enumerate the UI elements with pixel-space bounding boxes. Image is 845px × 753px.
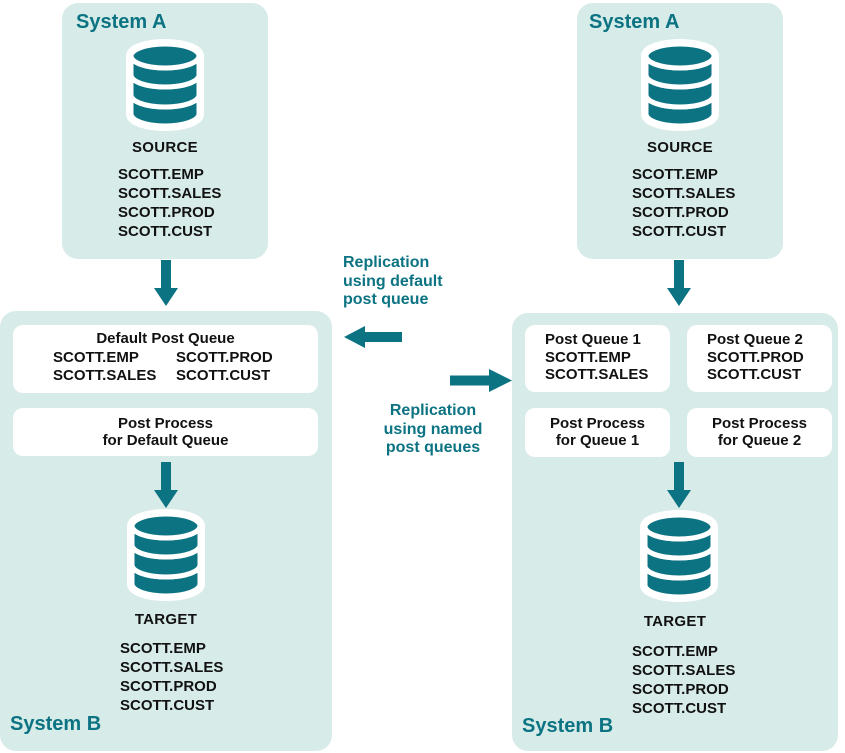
table-name: SCOTT.PROD: [120, 678, 217, 695]
table-name: SCOTT.CUST: [707, 366, 802, 383]
arrow-down-icon: [151, 462, 181, 508]
table-name: SCOTT.EMP: [118, 166, 204, 183]
table-name: SCOTT.EMP: [632, 166, 718, 183]
arrow-down-icon: [151, 260, 181, 306]
table-name: SCOTT.CUST: [632, 700, 727, 717]
panel-system-b-right: Post Queue 1 SCOTT.EMP SCOTT.SALES Post …: [512, 313, 838, 751]
queue-table-column: SCOTT.EMP SCOTT.SALES: [53, 349, 156, 384]
label-line: Replication: [343, 254, 430, 271]
post-process-1-box: Post Process for Queue 1: [525, 408, 670, 457]
database-icon: [641, 39, 719, 131]
table-name: SCOTT.PROD: [632, 681, 729, 698]
table-name: SCOTT.CUST: [176, 366, 271, 384]
table-name: SCOTT.SALES: [545, 366, 649, 383]
default-post-process-box: Post Process for Default Queue: [13, 408, 318, 456]
table-name: SCOTT.SALES: [118, 185, 222, 202]
system-a-title: System A: [589, 11, 680, 33]
table-name: SCOTT.SALES: [632, 185, 736, 202]
arrow-right-icon: [450, 368, 512, 393]
source-table-list: SCOTT.EMP SCOTT.SALES SCOTT.PROD SCOTT.C…: [632, 165, 735, 241]
target-table-list: SCOTT.EMP SCOTT.SALES SCOTT.PROD SCOTT.C…: [120, 639, 223, 715]
table-name: SCOTT.EMP: [632, 643, 718, 660]
table-name: SCOTT.PROD: [118, 204, 215, 221]
post-queue-2-box: Post Queue 2 SCOTT.PROD SCOTT.CUST: [687, 325, 832, 392]
database-icon: [126, 39, 204, 131]
table-name: SCOTT.EMP: [120, 640, 206, 657]
process-box-line: Post Process: [549, 415, 646, 432]
process-box-line: Post Process: [117, 415, 214, 432]
queue-box-title: Post Queue 1: [545, 331, 641, 348]
process-box-line: for Queue 2: [717, 432, 802, 449]
arrow-down-icon: [664, 260, 694, 306]
post-process-2-box: Post Process for Queue 2: [687, 408, 832, 457]
table-name: SCOTT.SALES: [632, 662, 736, 679]
process-box-line: for Queue 1: [555, 432, 640, 449]
source-label: SOURCE: [647, 139, 713, 156]
system-b-title: System B: [522, 715, 614, 737]
label-line: post queues: [385, 439, 481, 456]
label-replication-named: Replication using named post queues: [368, 402, 498, 458]
table-name: SCOTT.EMP: [545, 348, 631, 366]
table-name: SCOTT.SALES: [53, 366, 157, 384]
label-line: Replication: [389, 402, 477, 419]
target-label: TARGET: [134, 611, 198, 628]
process-box-line: for Default Queue: [102, 432, 229, 449]
process-box-line: Post Process: [711, 415, 808, 432]
database-icon: [127, 509, 205, 601]
label-line: using default: [343, 272, 443, 290]
queue-box-title: Default Post Queue: [96, 330, 235, 347]
queue-box-title: Post Queue 2: [707, 331, 803, 348]
table-name: SCOTT.PROD: [707, 348, 804, 366]
panel-system-a-right: System A SOURCE SCOTT.EMP SCOTT.SALES SC…: [577, 3, 783, 259]
panel-system-a-left: System A SOURCE SCOTT.EMP SCOTT.SALES SC…: [62, 3, 268, 259]
label-line: post queue: [343, 291, 429, 308]
table-name: SCOTT.PROD: [176, 349, 273, 366]
database-icon: [640, 510, 718, 602]
source-table-list: SCOTT.EMP SCOTT.SALES SCOTT.PROD SCOTT.C…: [118, 165, 221, 241]
source-label: SOURCE: [132, 139, 198, 156]
target-table-list: SCOTT.EMP SCOTT.SALES SCOTT.PROD SCOTT.C…: [632, 642, 735, 718]
system-a-title: System A: [76, 11, 167, 33]
default-post-queue-box: Default Post Queue SCOTT.EMP SCOTT.SALES…: [13, 325, 318, 393]
post-queue-1-box: Post Queue 1 SCOTT.EMP SCOTT.SALES: [525, 325, 670, 392]
table-name: SCOTT.CUST: [632, 223, 727, 240]
system-b-title: System B: [10, 713, 102, 735]
label-line: using named: [383, 420, 483, 438]
panel-system-b-left: Default Post Queue SCOTT.EMP SCOTT.SALES…: [0, 311, 332, 751]
table-name: SCOTT.CUST: [118, 223, 213, 240]
table-name: SCOTT.SALES: [120, 659, 224, 676]
arrow-down-icon: [664, 462, 694, 508]
table-name: SCOTT.EMP: [53, 349, 139, 366]
label-replication-default: Replication using default post queue: [343, 254, 443, 310]
table-name: SCOTT.CUST: [120, 697, 215, 714]
target-label: TARGET: [643, 613, 707, 630]
table-name: SCOTT.PROD: [632, 204, 729, 221]
arrow-left-icon: [344, 325, 402, 349]
queue-table-column: SCOTT.PROD SCOTT.CUST: [176, 349, 273, 384]
